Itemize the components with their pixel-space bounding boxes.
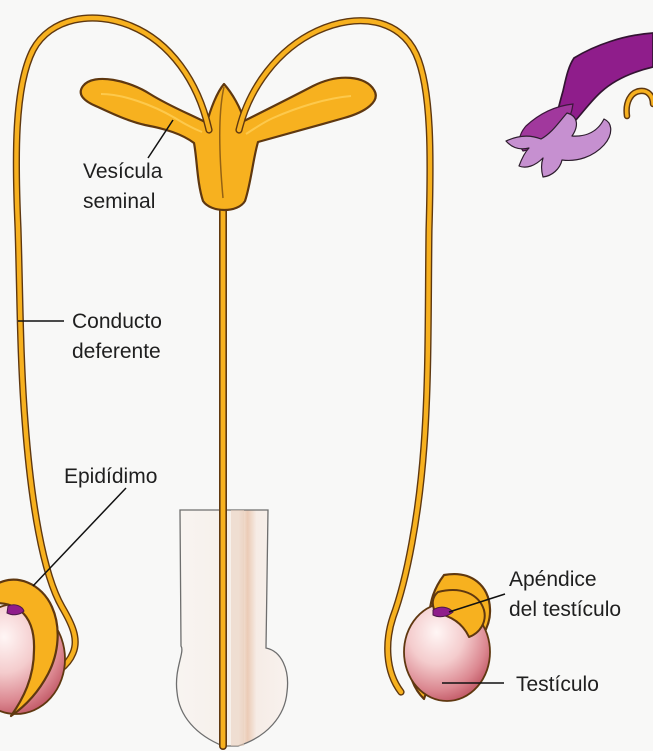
vesicula-seminal-label: Vesícula seminal (83, 157, 162, 217)
conducto-deferente-label: Conducto deferente (72, 307, 162, 367)
apendice-testiculo-label-line-2: del testículo (509, 595, 621, 625)
vesicula-seminal-label-line-2: seminal (83, 187, 162, 217)
apendice-testiculo-label: Apéndice del testículo (509, 565, 621, 625)
testiculo-label-text: Testículo (516, 670, 599, 700)
epididimo-label: Epidídimo (64, 462, 157, 492)
vesicula-seminal-label-line-1: Vesícula (83, 157, 162, 187)
penis-shaft-shadow (231, 510, 244, 746)
conducto-deferente-label-line-2: deferente (72, 337, 162, 367)
epididimo-label-text: Epidídimo (64, 462, 157, 492)
conducto-deferente-label-line-1: Conducto (72, 307, 162, 337)
testiculo-label: Testículo (516, 670, 599, 700)
apendice-testiculo-label-line-1: Apéndice (509, 565, 621, 595)
